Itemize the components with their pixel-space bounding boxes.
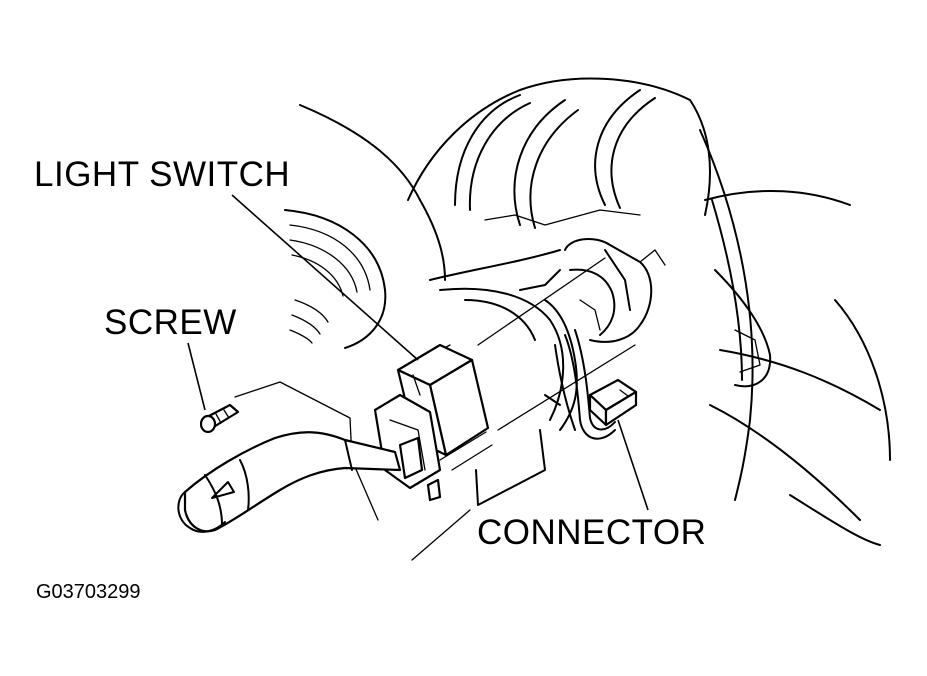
leader-connector xyxy=(617,419,649,511)
air-vent xyxy=(284,209,387,349)
wiring-harness xyxy=(554,329,616,440)
connector-label: CONNECTOR xyxy=(477,513,707,552)
figure-id: G03703299 xyxy=(36,581,141,603)
steering-wheel xyxy=(699,129,891,546)
light-switch-module xyxy=(373,343,493,502)
harness-connector xyxy=(588,378,638,427)
switch-lever xyxy=(177,431,402,533)
switch-body-upper xyxy=(564,238,666,343)
label-leaders xyxy=(187,194,649,511)
leader-screw xyxy=(187,342,206,411)
leader-light-switch xyxy=(231,194,419,361)
light-switch-label: LIGHT SWITCH xyxy=(34,155,291,194)
screw xyxy=(199,403,240,434)
steering-column xyxy=(439,269,578,506)
screw-label: SCREW xyxy=(104,303,237,342)
instrument-cluster xyxy=(429,89,656,281)
